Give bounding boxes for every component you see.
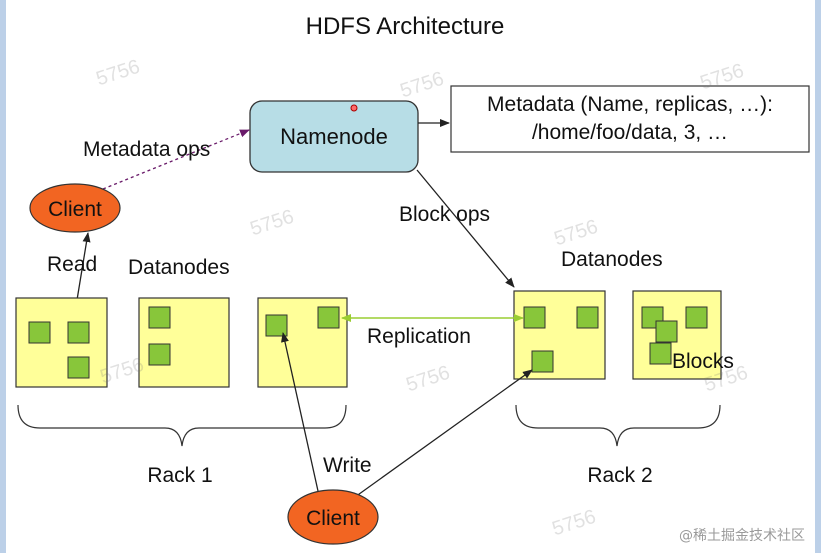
blocks-label: Blocks: [672, 350, 734, 373]
metadata-line-2: /home/foo/data, 3, …: [532, 121, 728, 144]
block: [148, 306, 171, 329]
datanodes-right-label: Datanodes: [561, 248, 663, 271]
block: [576, 306, 599, 329]
rack1-label: Rack 1: [147, 464, 212, 487]
datanodes-left-label: Datanodes: [128, 256, 230, 279]
pointer-dot: [350, 104, 358, 112]
client-bottom: [287, 489, 379, 545]
block: [67, 321, 90, 344]
client-top-label: Client: [48, 198, 102, 221]
block: [655, 320, 678, 343]
rack2-brace: [515, 404, 721, 447]
datanode-rack1-1: [15, 297, 108, 388]
block: [28, 321, 51, 344]
metadata-box: [450, 85, 810, 153]
metadata-ops-arrow: [102, 129, 250, 190]
metadata-line-1: Metadata (Name, replicas, …):: [487, 93, 773, 116]
namenode-box: [249, 100, 419, 173]
client-bottom-label: Client: [306, 507, 360, 530]
block: [265, 314, 288, 337]
write-label: Write: [323, 454, 372, 477]
metadata-ops-label: Metadata ops: [83, 138, 210, 161]
block: [531, 350, 554, 373]
write-arrow-rack1: [281, 332, 319, 492]
read-label: Read: [47, 253, 97, 276]
datanode-rack2-1: [513, 290, 606, 380]
block-ops-arrow: [416, 169, 515, 288]
block: [649, 342, 672, 365]
block-ops-label: Block ops: [399, 203, 490, 226]
rack1-brace: [17, 404, 347, 447]
block: [67, 356, 90, 379]
client-top: [29, 183, 121, 233]
block: [685, 306, 708, 329]
block: [523, 306, 546, 329]
replication-label: Replication: [367, 325, 471, 348]
block: [148, 343, 171, 366]
site-credit: @稀土掘金技术社区: [679, 528, 805, 544]
block: [317, 306, 340, 329]
rack2-label: Rack 2: [587, 464, 652, 487]
read-arrow: [76, 232, 91, 301]
namenode-label: Namenode: [280, 124, 388, 149]
write-arrow-rack2: [354, 369, 533, 498]
diagram-title: HDFS Architecture: [306, 13, 505, 40]
